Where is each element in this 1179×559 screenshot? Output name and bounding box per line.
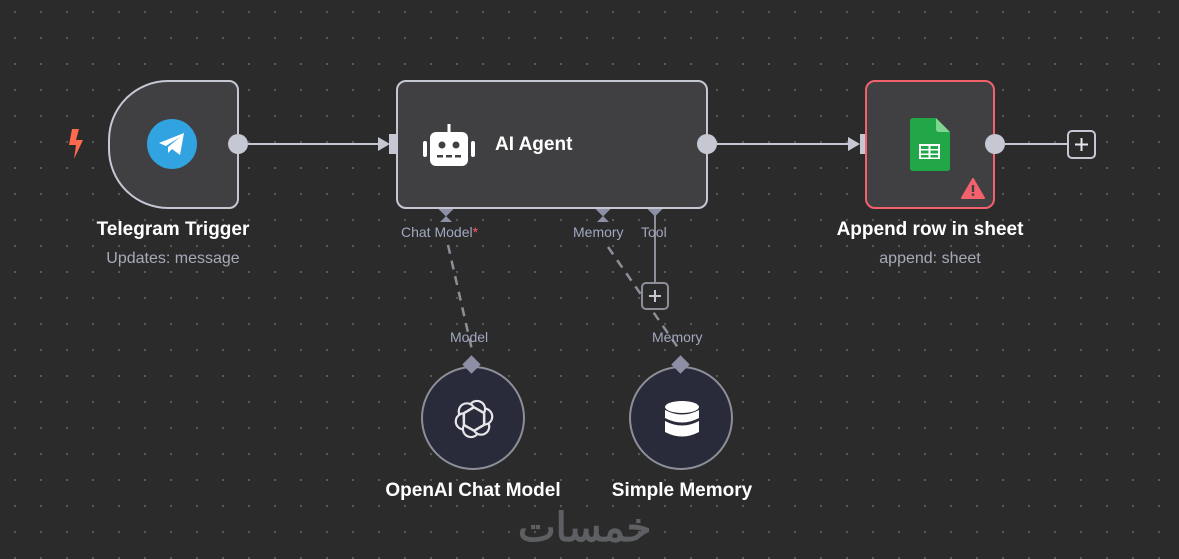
- add-tool-button[interactable]: [641, 282, 669, 310]
- agent-output-handle[interactable]: [697, 134, 717, 154]
- sheets-node-subtitle: append: sheet: [879, 250, 981, 267]
- append-row-node[interactable]: [865, 80, 995, 209]
- openai-chat-model-node[interactable]: [421, 366, 525, 470]
- database-icon: [664, 401, 700, 439]
- port-label-tool: Tool: [641, 224, 667, 240]
- connection-memory-to-agent[interactable]: [606, 246, 683, 353]
- trigger-lightning-icon: [66, 128, 86, 160]
- telegram-trigger-node[interactable]: [108, 80, 239, 209]
- connection-arrow: [378, 137, 390, 151]
- connection-model-to-agent[interactable]: [446, 244, 474, 351]
- ai-agent-title: AI Agent: [495, 134, 573, 155]
- telegram-node-title: Telegram Trigger: [96, 219, 250, 240]
- agent-input-handle[interactable]: [389, 134, 400, 154]
- required-marker: *: [472, 224, 479, 240]
- memory-node-title: Simple Memory: [611, 480, 753, 501]
- telegram-node-subtitle: Updates: message: [106, 250, 240, 267]
- memory-port-label: Memory: [652, 329, 703, 345]
- google-sheets-icon: [910, 118, 950, 171]
- add-node-button[interactable]: [1067, 130, 1096, 159]
- warning-icon[interactable]: [961, 178, 985, 199]
- connection-arrow: [848, 137, 860, 151]
- port-chat-model-notch: [440, 216, 452, 222]
- robot-icon: [422, 122, 476, 168]
- openai-port-label: Model: [450, 329, 489, 345]
- openai-node-title: OpenAI Chat Model: [385, 480, 561, 501]
- chat-model-label: Chat Model: [401, 224, 473, 240]
- watermark-logo: خمسات: [518, 506, 652, 550]
- port-label-memory: Memory: [573, 224, 624, 240]
- port-memory-notch: [597, 216, 609, 222]
- telegram-output-handle[interactable]: [228, 134, 248, 154]
- ai-agent-node[interactable]: AI Agent: [396, 80, 708, 209]
- openai-icon: [454, 399, 494, 439]
- port-label-chat-model: Chat Model*: [401, 224, 478, 240]
- sheets-node-title: Append row in sheet: [836, 219, 1024, 240]
- sheets-output-handle[interactable]: [985, 134, 1005, 154]
- simple-memory-node[interactable]: [629, 366, 733, 470]
- telegram-icon: [147, 119, 197, 169]
